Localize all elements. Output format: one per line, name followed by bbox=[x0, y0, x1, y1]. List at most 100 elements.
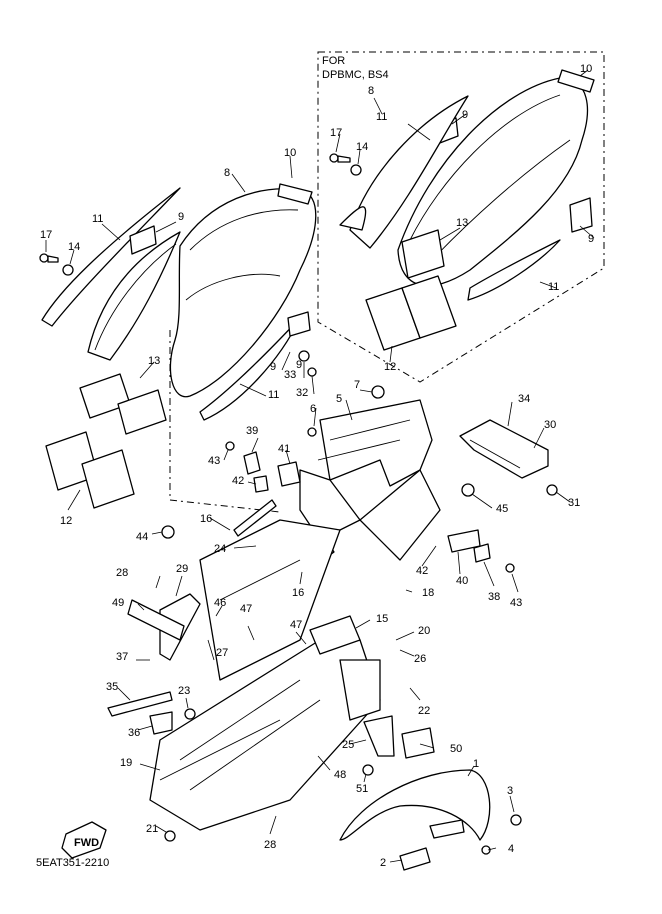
callout-46: 46 bbox=[214, 597, 226, 609]
fwd-label: FWD bbox=[74, 837, 99, 849]
callout-47b: 47 bbox=[290, 619, 302, 631]
grommet-21 bbox=[164, 830, 176, 842]
callout-11-inset-left: 11 bbox=[376, 111, 387, 123]
seat-bags-12-13 bbox=[45, 373, 167, 509]
callout-42a: 42 bbox=[232, 475, 244, 487]
callout-44: 44 bbox=[136, 531, 148, 543]
callout-48: 48 bbox=[334, 769, 346, 781]
callout-30: 30 bbox=[544, 419, 556, 431]
rear-fender-19 bbox=[149, 519, 381, 831]
callout-26: 26 bbox=[414, 653, 426, 665]
diagram-code: 5EAT351-2210 bbox=[36, 857, 109, 869]
callout-29: 29 bbox=[176, 563, 188, 575]
callout-9-right: 9 bbox=[270, 361, 276, 373]
callout-16b: 16 bbox=[292, 587, 304, 599]
callout-17: 17 bbox=[40, 229, 52, 241]
callout-43a: 43 bbox=[208, 455, 220, 467]
callout-28-upper: 28 bbox=[116, 567, 128, 579]
callout-49: 49 bbox=[112, 597, 124, 609]
bolt-43b bbox=[505, 563, 515, 573]
inset-seat-cowl bbox=[329, 69, 595, 351]
inset-emblem-10 bbox=[557, 69, 595, 93]
bracket-35 bbox=[107, 691, 173, 717]
callout-12: 12 bbox=[60, 515, 72, 527]
callout-9-inset-right: 9 bbox=[588, 233, 594, 245]
callout-3: 3 bbox=[507, 785, 513, 797]
bracket-39-41 bbox=[225, 441, 301, 493]
callout-9-lower: 9 bbox=[296, 359, 302, 371]
front-fender-1 bbox=[339, 769, 522, 871]
callout-51: 51 bbox=[356, 783, 368, 795]
callout-36: 36 bbox=[128, 727, 140, 739]
callout-21: 21 bbox=[146, 823, 158, 835]
callout-7: 7 bbox=[354, 379, 360, 391]
inset-title-line2: DPBMC, BS4 bbox=[322, 69, 389, 81]
callout-11-inset-right: 11 bbox=[548, 281, 559, 293]
callout-23: 23 bbox=[178, 685, 190, 697]
callout-8: 8 bbox=[224, 167, 230, 179]
bracket-30 bbox=[459, 419, 549, 479]
callout-34: 34 bbox=[518, 393, 530, 405]
grommet-45 bbox=[461, 483, 475, 497]
inset-dashed-border bbox=[317, 51, 605, 383]
clamp-3 bbox=[510, 814, 522, 826]
callout-11-right: 11 bbox=[268, 389, 279, 401]
clip-44 bbox=[161, 525, 175, 539]
callout-24: 24 bbox=[214, 543, 226, 555]
fwd-arrow: FWD bbox=[61, 821, 107, 859]
cap-7 bbox=[371, 385, 385, 399]
callout-6: 6 bbox=[310, 403, 316, 415]
grommet-23 bbox=[184, 708, 196, 720]
callout-25: 25 bbox=[342, 739, 354, 751]
pad-49 bbox=[127, 599, 185, 641]
callout-35: 35 bbox=[106, 681, 118, 693]
callout-37: 37 bbox=[116, 651, 128, 663]
strip-16a bbox=[233, 499, 277, 537]
callout-10: 10 bbox=[284, 147, 296, 159]
seat-cowl-8 bbox=[169, 183, 317, 398]
fasteners-17-14 bbox=[39, 253, 74, 276]
bolt-4 bbox=[481, 845, 491, 855]
callout-9-left: 9 bbox=[178, 211, 184, 223]
callout-18: 18 bbox=[422, 587, 434, 599]
bolt-6 bbox=[307, 427, 317, 437]
leader-lines bbox=[45, 69, 595, 863]
bracket-36 bbox=[149, 711, 173, 735]
emblem-10 bbox=[277, 183, 313, 205]
callout-13: 13 bbox=[148, 355, 160, 367]
callout-20: 20 bbox=[418, 625, 430, 637]
callout-12-inset: 12 bbox=[384, 361, 396, 373]
callout-42b: 42 bbox=[416, 565, 428, 577]
decal-9-left bbox=[129, 225, 157, 255]
rear-frame-5 bbox=[299, 385, 441, 561]
side-cover-11-right bbox=[199, 311, 311, 421]
callout-8-inset: 8 bbox=[368, 85, 374, 97]
callout-33: 33 bbox=[284, 369, 296, 381]
callout-4: 4 bbox=[508, 843, 514, 855]
callout-31: 31 bbox=[568, 497, 580, 509]
grommet-15 bbox=[309, 615, 361, 655]
callout-27: 27 bbox=[216, 647, 228, 659]
bracket-25 bbox=[363, 715, 395, 757]
callout-28-lower: 28 bbox=[264, 839, 276, 851]
callout-9-inset-top: 9 bbox=[462, 109, 468, 121]
callout-39: 39 bbox=[246, 425, 258, 437]
callout-40: 40 bbox=[456, 575, 468, 587]
callout-45: 45 bbox=[496, 503, 508, 515]
inset-title-line1: FOR bbox=[322, 55, 345, 67]
callout-13-inset: 13 bbox=[456, 217, 468, 229]
callout-43b: 43 bbox=[510, 597, 522, 609]
callout-17-inset: 17 bbox=[330, 127, 342, 139]
callout-41: 41 bbox=[278, 443, 290, 455]
bracket-2 bbox=[399, 847, 431, 871]
callout-1: 1 bbox=[473, 758, 479, 770]
callout-16a: 16 bbox=[200, 513, 212, 525]
callout-50: 50 bbox=[450, 743, 462, 755]
callout-10-inset: 10 bbox=[580, 63, 592, 75]
side-cover-11-left bbox=[41, 187, 181, 361]
nut-51 bbox=[362, 764, 374, 776]
callout-38: 38 bbox=[488, 591, 500, 603]
decal-9-right bbox=[287, 311, 311, 337]
callout-labels: 1 2 3 4 5 6 7 8 8 9 9 9 9 9 10 10 11 11 … bbox=[40, 63, 594, 869]
